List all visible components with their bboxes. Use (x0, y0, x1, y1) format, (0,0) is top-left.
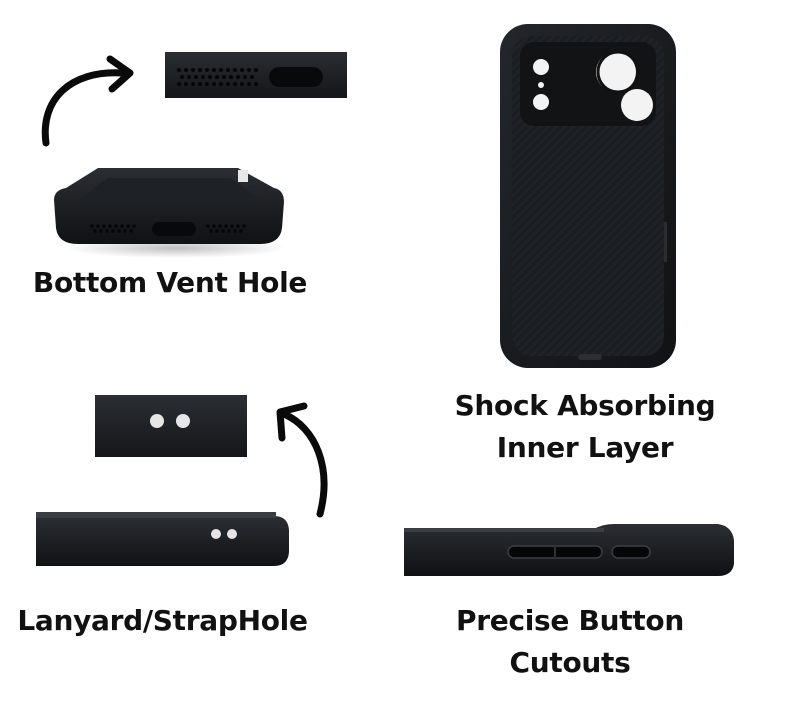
lanyard-label: Lanyard/StrapHole (17, 604, 308, 637)
lanyard-hole-closeup (95, 395, 247, 457)
case-bottom-view (48, 160, 290, 260)
button-cutouts-label-line2: Cutouts (509, 646, 631, 679)
case-side-button-view (402, 520, 738, 578)
button-cutouts-label-line1: Precise Button (456, 604, 684, 637)
bottom-vent-label: Bottom Vent Hole (32, 266, 308, 299)
curved-arrow-icon (270, 398, 340, 520)
curved-arrow-icon (30, 45, 140, 150)
shock-absorbing-label-line1: Shock Absorbing (454, 389, 716, 422)
phone-case-inner-view (498, 22, 680, 372)
shock-absorbing-label-line2: Inner Layer (496, 431, 674, 464)
case-side-lanyard-view (36, 510, 291, 568)
bottom-vent-closeup (165, 52, 347, 98)
